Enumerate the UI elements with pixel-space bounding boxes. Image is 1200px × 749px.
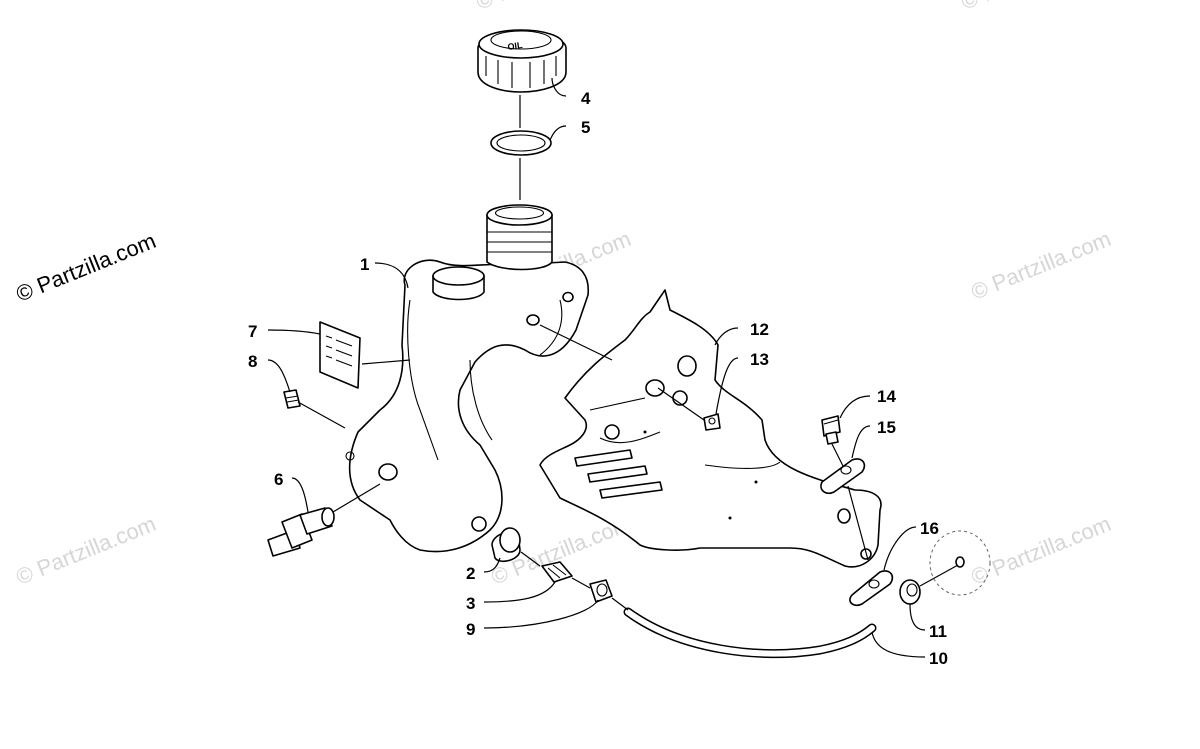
- screw-8[interactable]: [283, 389, 301, 409]
- callout-6: 6: [274, 470, 283, 489]
- partzilla-watermark: © Partzilla.com: [13, 228, 160, 307]
- callout-numbers: 1 2 3 4 5 6 7 8 9 10 11 12 13 14 15 16: [248, 89, 948, 668]
- callout-3: 3: [466, 594, 475, 613]
- mount-hole: [955, 556, 965, 568]
- callout-5: 5: [581, 118, 590, 137]
- callout-14: 14: [877, 387, 896, 406]
- bracket-16[interactable]: [849, 570, 894, 607]
- watermark-text: © Partzilla.com: [958, 0, 1105, 15]
- grommet[interactable]: [491, 527, 521, 562]
- watermark-text: © Partzilla.com: [968, 511, 1115, 590]
- callout-15: 15: [877, 418, 896, 437]
- watermark-text: © Partzilla.com: [473, 0, 620, 15]
- callout-8: 8: [248, 352, 257, 371]
- bracket-15[interactable]: [820, 458, 866, 495]
- hidden-mount-outline: [929, 530, 991, 596]
- callout-1: 1: [360, 255, 369, 274]
- callout-10: 10: [929, 649, 948, 668]
- fuel-tank[interactable]: [345, 204, 590, 553]
- decal[interactable]: [319, 321, 361, 389]
- callout-2: 2: [466, 564, 475, 583]
- callout-leaders: [267, 77, 926, 658]
- callout-4: 4: [581, 89, 591, 108]
- o-ring[interactable]: [490, 130, 552, 156]
- fuel-valve[interactable]: [267, 507, 335, 557]
- callout-11: 11: [929, 622, 947, 641]
- fuel-line[interactable]: [623, 607, 877, 659]
- watermark-text: © Partzilla.com: [13, 511, 160, 590]
- callout-13: 13: [750, 350, 769, 369]
- cap-oil-text: OIL: [507, 40, 524, 52]
- fuel-nipple[interactable]: [541, 561, 573, 583]
- fuel-cap[interactable]: OIL: [477, 29, 567, 93]
- watermark-text: © Partzilla.com: [968, 226, 1115, 305]
- hose-clamp[interactable]: [589, 579, 613, 603]
- grommet-11[interactable]: [899, 579, 921, 605]
- callout-9: 9: [466, 620, 475, 639]
- callout-16: 16: [920, 519, 939, 538]
- callout-7: 7: [248, 322, 257, 341]
- screw-13[interactable]: [703, 413, 721, 431]
- bolt-14[interactable]: [821, 415, 841, 445]
- callout-12: 12: [750, 320, 769, 339]
